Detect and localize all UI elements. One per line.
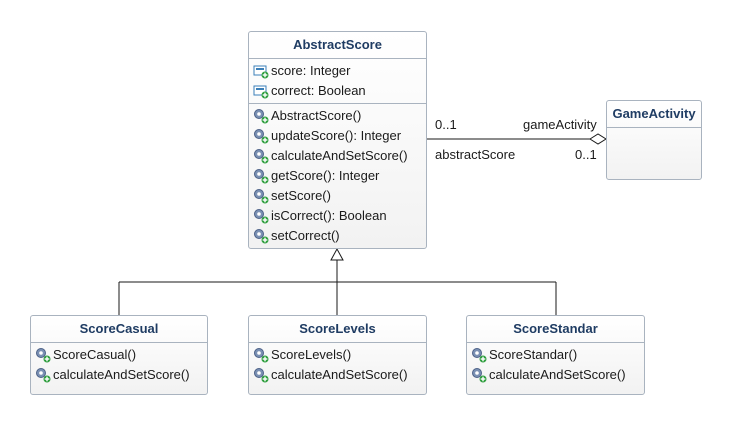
association-right-multiplicity: 0..1 <box>575 147 597 162</box>
method-icon <box>472 348 487 363</box>
operation-row: getScore(): Integer <box>249 166 426 186</box>
attribute-text: score: Integer <box>271 63 351 78</box>
operation-text: getScore(): Integer <box>271 168 380 183</box>
operation-row: ScoreLevels() <box>249 345 426 365</box>
class-name: ScoreCasual <box>31 316 207 343</box>
association-left-multiplicity: 0..1 <box>435 117 457 132</box>
operations-section: ScoreStandar() calculateAndSetScore() <box>467 343 644 387</box>
class-name: ScoreLevels <box>249 316 426 343</box>
method-icon <box>254 109 269 124</box>
generalization-arrowhead <box>330 247 344 261</box>
attribute-row: correct: Boolean <box>249 81 426 101</box>
method-icon <box>36 368 51 383</box>
operation-row: calculateAndSetScore() <box>249 365 426 385</box>
operations-section: ScoreCasual() calculateAndSetScore() <box>31 343 207 387</box>
method-icon <box>254 149 269 164</box>
association-left-role: abstractScore <box>435 147 516 162</box>
attribute-text: correct: Boolean <box>271 83 366 98</box>
method-icon <box>254 209 269 224</box>
operation-text: AbstractScore() <box>271 108 362 123</box>
class-score-casual[interactable]: ScoreCasual ScoreCasual() calculateAndSe… <box>30 315 208 395</box>
class-name: GameActivity <box>607 101 701 128</box>
operation-text: setCorrect() <box>271 228 340 243</box>
operation-text: ScoreStandar() <box>489 347 578 362</box>
operation-row: ScoreStandar() <box>467 345 644 365</box>
method-icon <box>254 368 269 383</box>
operation-text: ScoreCasual() <box>53 347 137 362</box>
method-icon <box>254 229 269 244</box>
operations-section: ScoreLevels() calculateAndSetScore() <box>249 343 426 387</box>
class-game-activity[interactable]: GameActivity <box>606 100 702 180</box>
class-name: ScoreStandar <box>467 316 644 343</box>
method-icon <box>472 368 487 383</box>
field-icon <box>253 65 269 79</box>
operation-text: ScoreLevels() <box>271 347 352 362</box>
method-icon <box>254 348 269 363</box>
association-right-role: gameActivity <box>523 117 597 132</box>
operation-text: updateScore(): Integer <box>271 128 402 143</box>
method-icon <box>254 189 269 204</box>
operation-row: calculateAndSetScore() <box>467 365 644 385</box>
method-icon <box>36 348 51 363</box>
operation-row: calculateAndSetScore() <box>31 365 207 385</box>
class-name: AbstractScore <box>249 32 426 59</box>
class-score-levels[interactable]: ScoreLevels ScoreLevels() calculateAndSe… <box>248 315 427 395</box>
operations-section: AbstractScore() updateScore(): Integer c… <box>249 103 426 248</box>
operation-row: setCorrect() <box>249 226 426 246</box>
method-icon <box>254 129 269 144</box>
operation-row: AbstractScore() <box>249 106 426 126</box>
operation-text: isCorrect(): Boolean <box>271 208 387 223</box>
method-icon <box>254 169 269 184</box>
class-score-standar[interactable]: ScoreStandar ScoreStandar() calculateAnd… <box>466 315 645 395</box>
operation-text: calculateAndSetScore() <box>53 367 190 382</box>
operation-row: ScoreCasual() <box>31 345 207 365</box>
operation-text: setScore() <box>271 188 331 203</box>
field-icon <box>253 85 269 99</box>
attributes-section: score: Integer correct: Boolean <box>249 59 426 103</box>
operation-row: updateScore(): Integer <box>249 126 426 146</box>
operation-text: calculateAndSetScore() <box>271 367 408 382</box>
operation-text: calculateAndSetScore() <box>489 367 626 382</box>
operation-row: calculateAndSetScore() <box>249 146 426 166</box>
aggregation-diamond <box>589 133 607 145</box>
class-abstract-score[interactable]: AbstractScore score: Integer correct: Bo… <box>248 31 427 249</box>
attribute-row: score: Integer <box>249 61 426 81</box>
operation-row: setScore() <box>249 186 426 206</box>
operation-row: isCorrect(): Boolean <box>249 206 426 226</box>
operation-text: calculateAndSetScore() <box>271 148 408 163</box>
